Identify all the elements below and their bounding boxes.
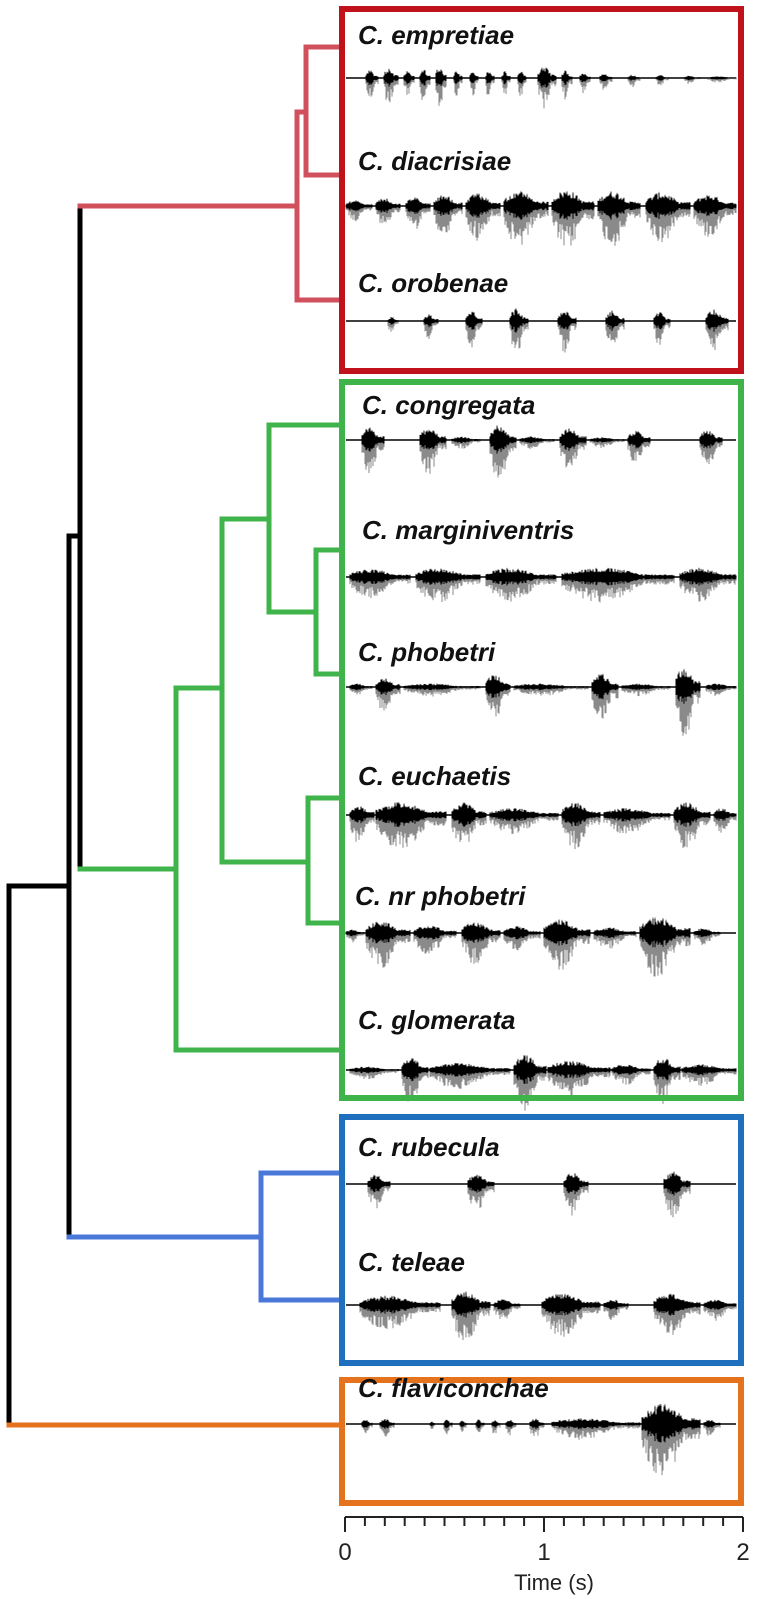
waveform-diacrisiae (345, 190, 737, 246)
time-axis-title: Time (s) (514, 1570, 594, 1595)
label-teleae: C. teleae (358, 1247, 465, 1277)
label-euchaetis: C. euchaetis (358, 761, 511, 791)
green-clade-branches (77, 422, 345, 1053)
waveform-congregata (346, 425, 736, 478)
waveform-envelope (367, 1171, 691, 1218)
time-tick-label-2: 2 (736, 1539, 749, 1566)
waveform-core (367, 1172, 691, 1196)
label-orobenae: C. orobenae (358, 268, 508, 298)
time-tick-label-0: 0 (338, 1539, 351, 1566)
waveform-layer (345, 67, 737, 1476)
waveform-envelope (361, 425, 723, 478)
waveform-flaviconchae (346, 1403, 736, 1476)
label-nr-phobetri: C. nr phobetri (355, 881, 526, 911)
waveform-core (349, 803, 737, 827)
waveform-core (345, 192, 737, 220)
orange-clade-box (339, 1377, 744, 1506)
label-phobetri: C. phobetri (358, 637, 496, 667)
waveform-marginiventris (346, 567, 737, 603)
waveform-orobenae (346, 308, 736, 353)
waveform-core (365, 68, 737, 88)
clade-boxes (339, 6, 744, 1506)
waveform-core (387, 309, 729, 333)
waveform-core (361, 1405, 721, 1443)
waveform-envelope (349, 567, 737, 603)
label-empretiae: C. empretiae (358, 20, 514, 50)
green-clade-box (339, 379, 744, 1101)
label-flaviconchae: C. flaviconchae (358, 1373, 549, 1403)
waveform-envelope (359, 1291, 737, 1340)
time-axis-minor-ticks (363, 1517, 725, 1526)
blue-clade-branches (66, 1170, 345, 1303)
waveform-core (345, 918, 721, 948)
waveform-core (359, 1292, 737, 1318)
waveform-phobetri (346, 668, 737, 736)
waveform-core (361, 426, 723, 454)
red-clade-box (339, 6, 744, 374)
waveform-core (349, 568, 737, 586)
blue-clade-box (339, 1114, 744, 1366)
phylogenetic-tree (6, 44, 345, 1428)
tree-backbone (6, 203, 83, 1428)
red-clade-branches (77, 44, 345, 303)
waveform-envelope (387, 308, 729, 353)
label-marginiventris: C. marginiventris (362, 515, 574, 545)
waveform-envelope (345, 190, 737, 246)
time-tick-label-1: 1 (537, 1539, 550, 1566)
waveform-core (349, 670, 737, 704)
waveform-nr-phobetri (345, 917, 736, 977)
waveform-rubecula (346, 1171, 736, 1218)
label-diacrisiae: C. diacrisiae (358, 146, 511, 176)
label-rubecula: C. rubecula (358, 1132, 500, 1162)
label-congregata: C. congregata (362, 390, 535, 420)
waveform-glomerata (346, 1054, 737, 1111)
waveform-empretiae (346, 67, 737, 109)
species-labels: C. empretiae C. diacrisiae C. orobenae C… (355, 20, 574, 1403)
time-axis: 0 1 2 Time (s) (338, 1516, 750, 1595)
label-glomerata: C. glomerata (358, 1005, 516, 1035)
waveform-teleae (346, 1291, 737, 1340)
waveform-euchaetis (346, 801, 737, 850)
waveform-core (349, 1056, 737, 1084)
